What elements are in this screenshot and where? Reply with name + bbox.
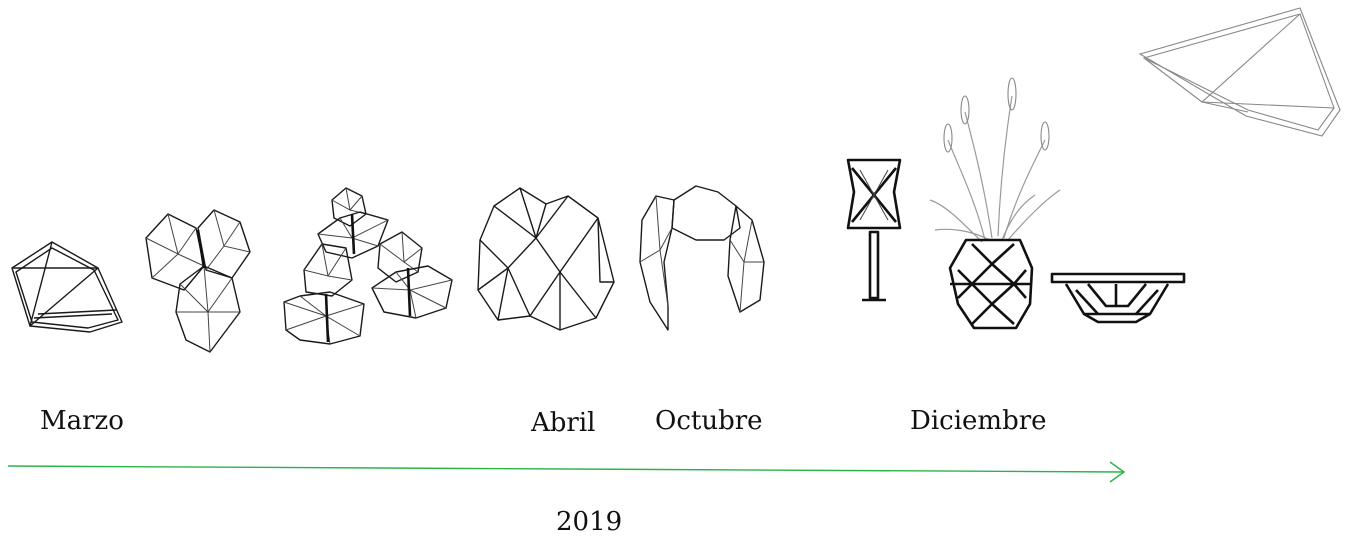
planter-icon	[929, 77, 1061, 330]
three-module-cluster-icon	[145, 209, 251, 353]
polyhedron-module-icon	[11, 241, 123, 333]
month-label-diciembre: Diciembre	[910, 406, 1047, 436]
floor-lamp-icon	[846, 158, 902, 302]
double-shell-icon	[477, 187, 615, 331]
canopy-roof-icon	[1138, 7, 1341, 137]
timeline-arrow	[7, 461, 1126, 483]
month-label-marzo: Marzo	[40, 406, 124, 436]
stacked-module-cluster-icon	[283, 187, 453, 345]
arch-shell-icon	[639, 185, 765, 331]
month-label-octubre: Octubre	[655, 406, 763, 436]
low-table-icon	[1050, 272, 1186, 324]
month-label-abril: Abril	[531, 408, 596, 438]
year-label: 2019	[556, 507, 623, 537]
